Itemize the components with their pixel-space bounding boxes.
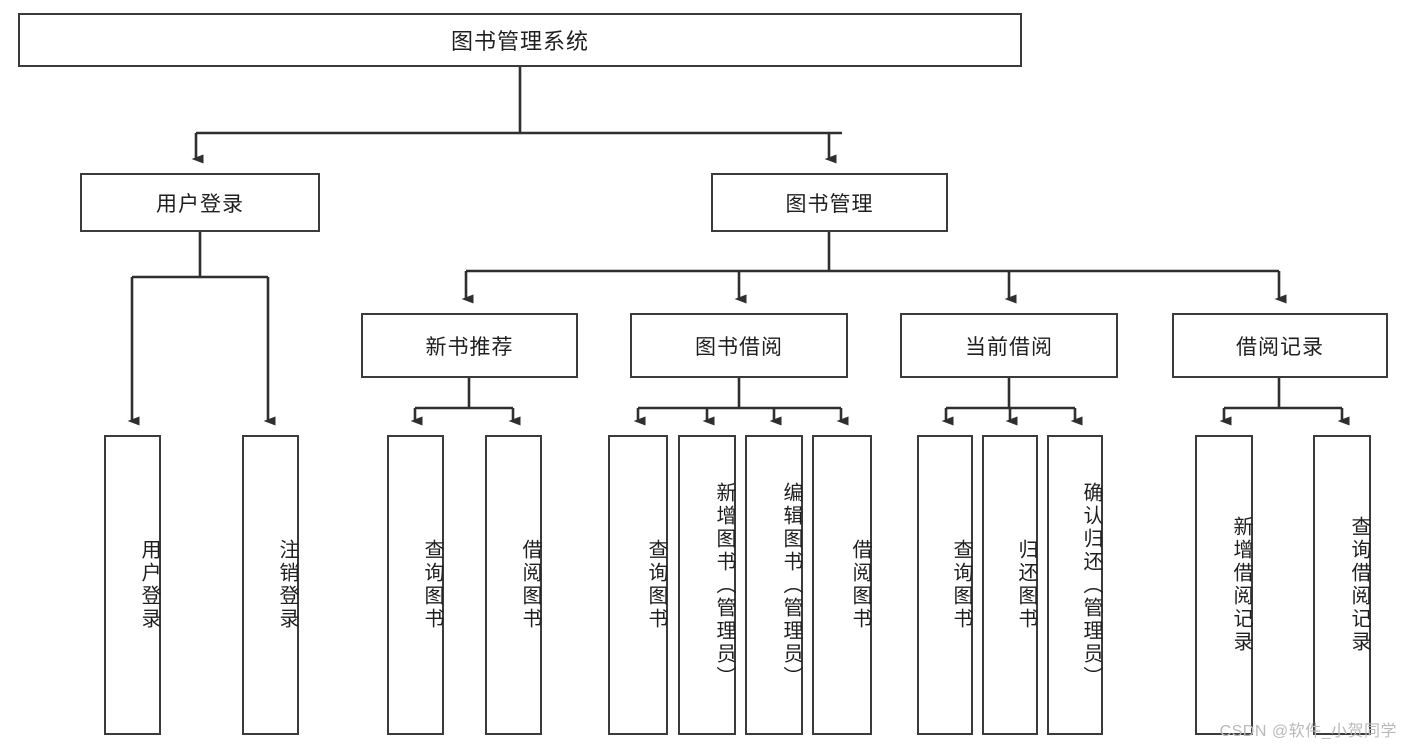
leaf-add-borrow-record[interactable]: 新增借阅记录 (1195, 435, 1253, 735)
node-user-login[interactable]: 用户登录 (80, 173, 320, 232)
leaf-return-book[interactable]: 归还图书 (982, 435, 1038, 735)
leaf-add-book-admin[interactable]: 新增图书（管理员） (678, 435, 736, 735)
leaf-query-book-newbook[interactable]: 查询图书 (387, 435, 444, 735)
node-borrow-record[interactable]: 借阅记录 (1172, 313, 1388, 378)
leaf-query-book-current[interactable]: 查询图书 (917, 435, 973, 735)
leaf-user-logout[interactable]: 注销登录 (242, 435, 299, 735)
node-new-book-recommend[interactable]: 新书推荐 (361, 313, 578, 378)
leaf-query-book-borrow[interactable]: 查询图书 (608, 435, 668, 735)
leaf-user-login[interactable]: 用户登录 (104, 435, 161, 735)
leaf-edit-book-admin[interactable]: 编辑图书（管理员） (745, 435, 803, 735)
node-book-borrow[interactable]: 图书借阅 (630, 313, 848, 378)
node-root-book-management-system[interactable]: 图书管理系统 (18, 13, 1022, 67)
leaf-confirm-return-admin[interactable]: 确认归还（管理员） (1047, 435, 1103, 735)
leaf-borrow-book[interactable]: 借阅图书 (812, 435, 872, 735)
leaf-query-borrow-record[interactable]: 查询借阅记录 (1313, 435, 1371, 735)
node-book-management[interactable]: 图书管理 (711, 173, 948, 232)
node-current-borrow[interactable]: 当前借阅 (900, 313, 1118, 378)
leaf-borrow-book-newbook[interactable]: 借阅图书 (485, 435, 542, 735)
